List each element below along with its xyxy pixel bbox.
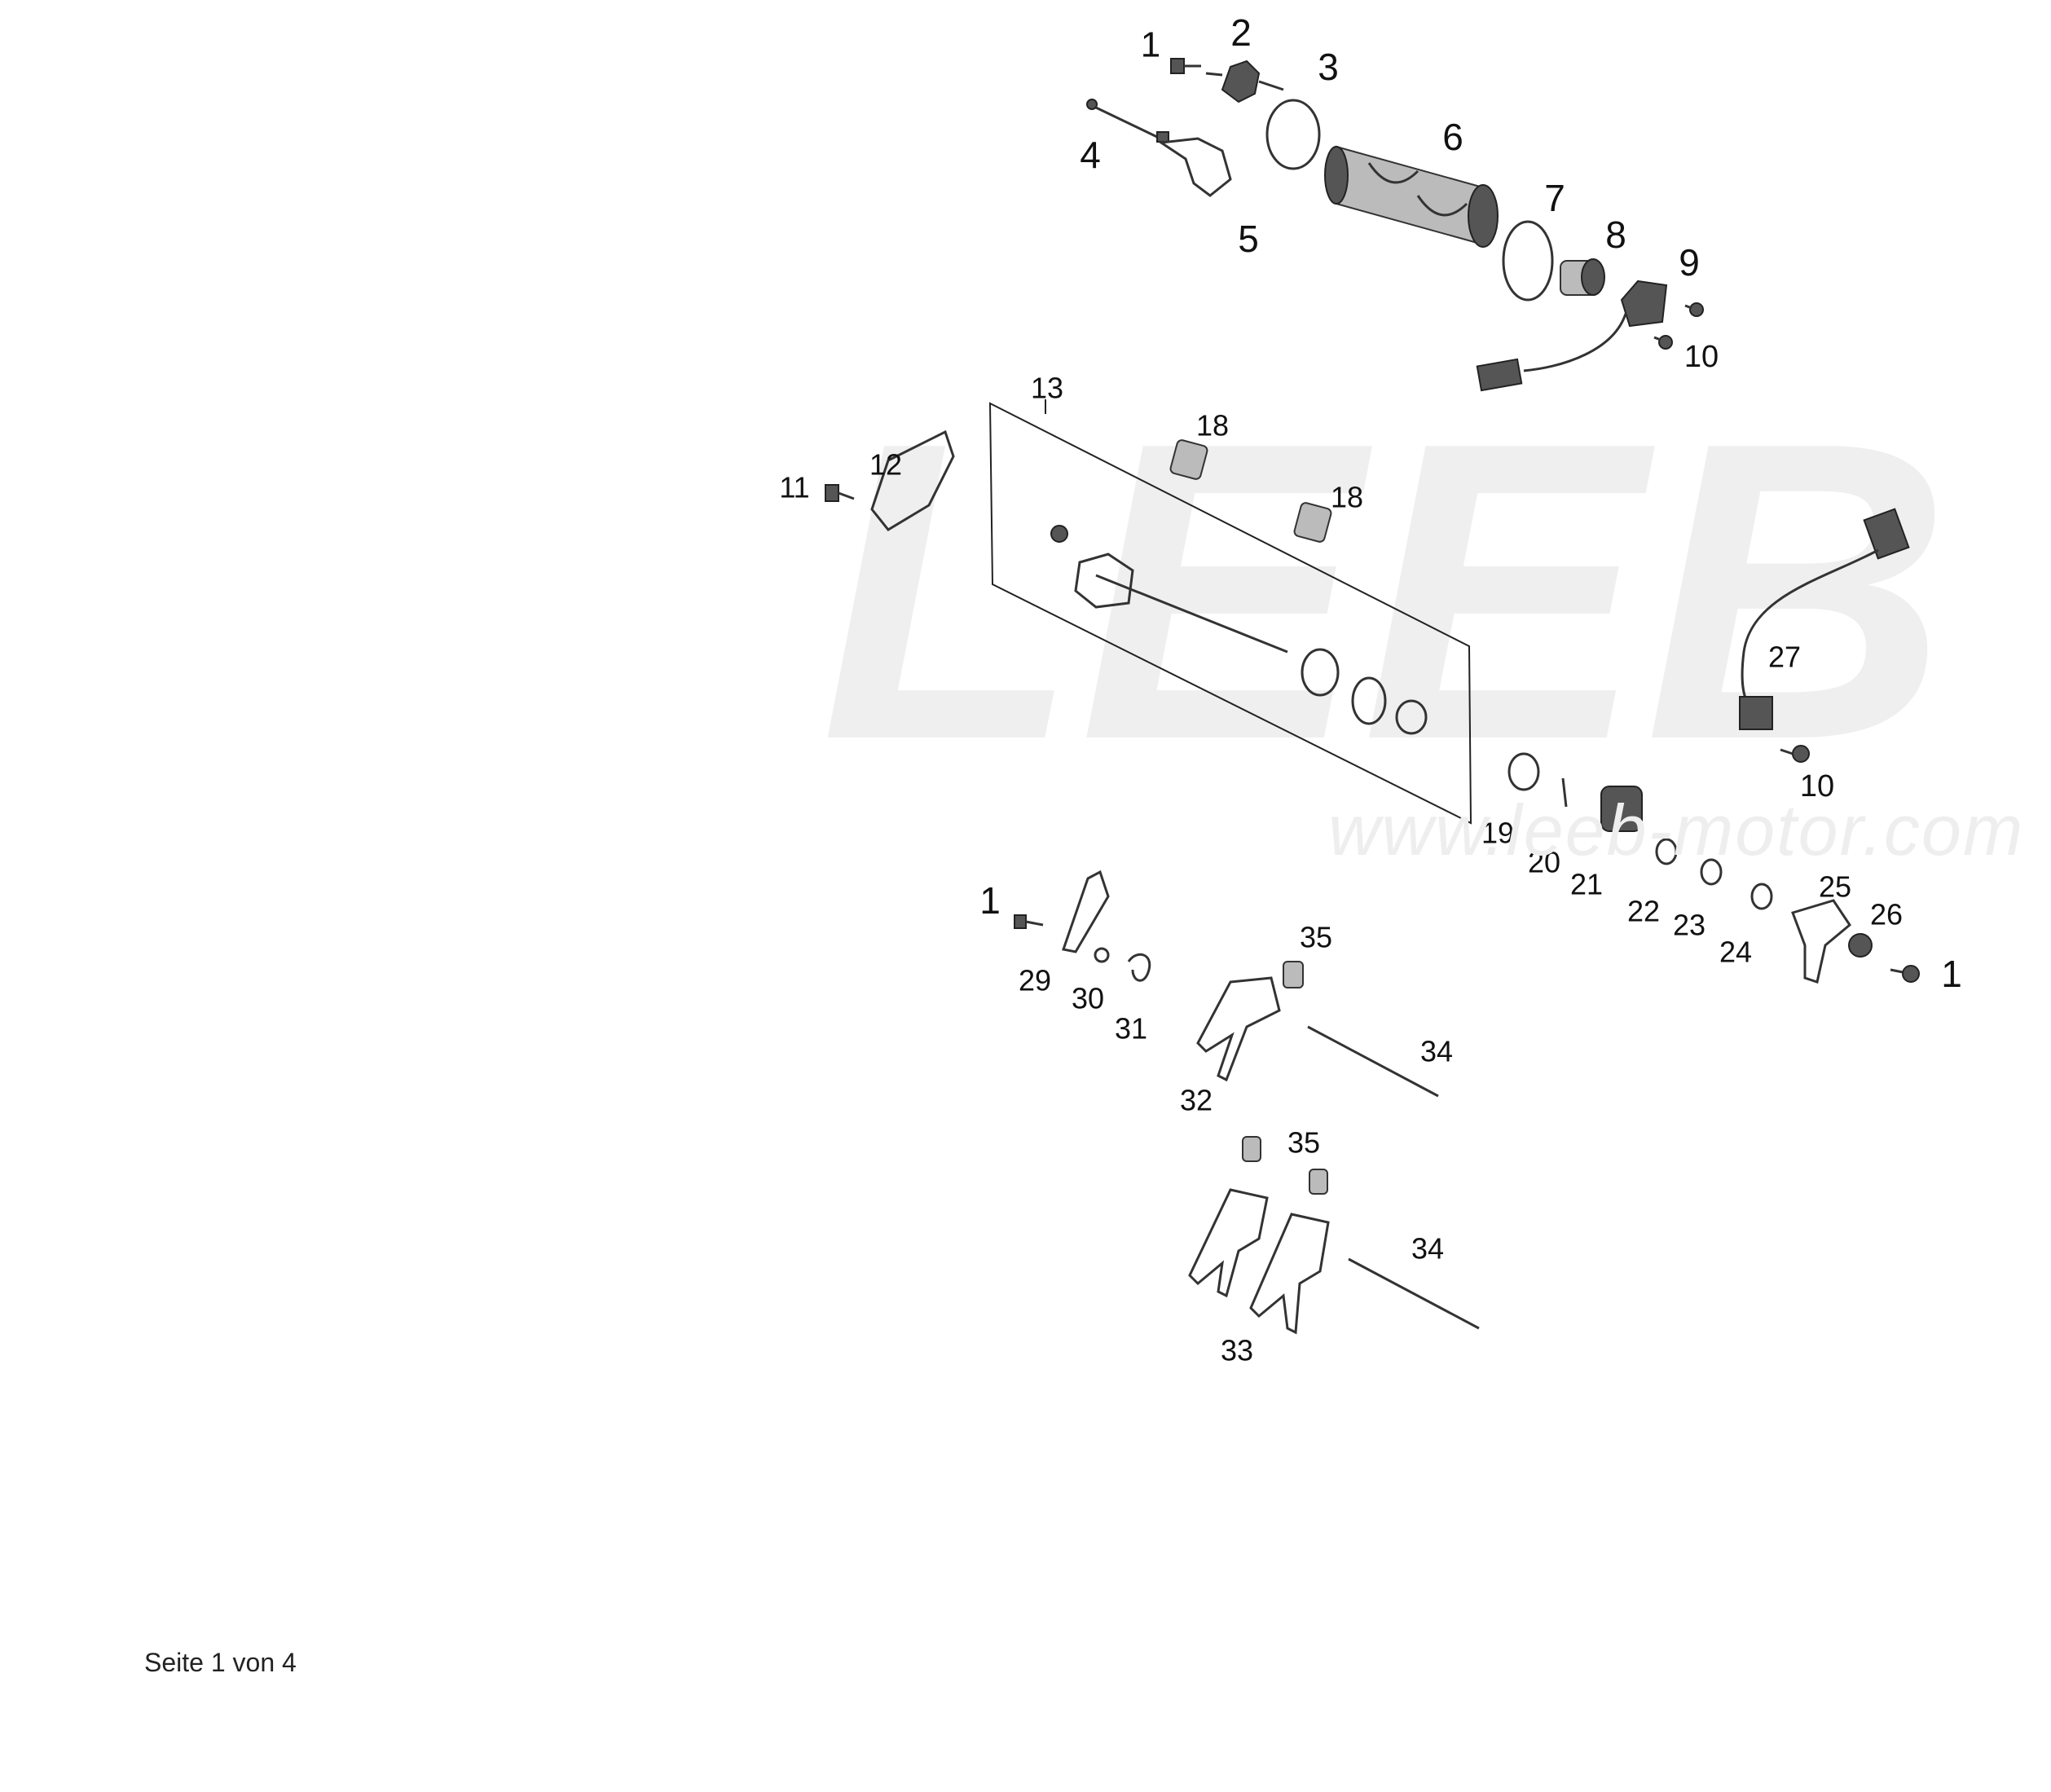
part-pin-35c: [1309, 1169, 1328, 1195]
callout-31: 31: [1115, 1012, 1147, 1046]
callout-10-top: 10: [1684, 340, 1719, 374]
callout-34a: 34: [1420, 1035, 1453, 1068]
part-bushing-18a: [1169, 439, 1208, 480]
part-bracket-5: [1157, 137, 1232, 197]
part-pin-20: [1561, 777, 1568, 808]
part-pin-35b: [1242, 1136, 1261, 1162]
part-ring-3: [1265, 99, 1321, 170]
part-bolt-10b: [1780, 745, 1810, 763]
callout-5: 5: [1238, 218, 1259, 260]
part-lever-25: [1791, 899, 1851, 984]
watermark-logo-text: LEEB: [821, 354, 1951, 828]
part-fork-33b: [1249, 1213, 1330, 1335]
part-circlip-24: [1750, 883, 1773, 910]
part-cap-8: [1560, 258, 1605, 296]
callout-1-right: 1: [1941, 953, 1962, 995]
part-sensor-27: [1739, 508, 1910, 730]
callout-13: 13: [1031, 372, 1063, 405]
part-shift-star: [1205, 59, 1284, 103]
callout-21: 21: [1570, 868, 1603, 901]
part-bracket-12: [870, 429, 955, 531]
part-washer-23: [1700, 858, 1723, 886]
callout-35b: 35: [1287, 1126, 1320, 1160]
callout-3: 3: [1318, 46, 1339, 88]
callouts: 1 2 3 4 5 6 7 8 9 10 11 12 13 18 18 27 1…: [779, 11, 1961, 1367]
callout-27: 27: [1768, 641, 1801, 674]
callout-6: 6: [1442, 116, 1463, 158]
callout-33: 33: [1221, 1334, 1253, 1367]
part-bolt-1c: [1890, 965, 1920, 983]
part-roller-26: [1848, 933, 1873, 958]
part-bolts-10a: [1653, 302, 1704, 350]
part-rod-34b: [1348, 1257, 1480, 1330]
callout-26: 26: [1870, 898, 1903, 931]
part-rod-34a: [1307, 1025, 1439, 1098]
leeb-watermark-logo: LEEB: [821, 354, 1951, 828]
part-spring-31: [1127, 953, 1151, 982]
callout-24: 24: [1719, 936, 1752, 969]
part-shift-shaft-assembly-13: [988, 399, 1472, 825]
part-bushing-18b: [1293, 502, 1332, 543]
part-washer-30: [1094, 947, 1110, 963]
part-seal-19: [1507, 752, 1540, 791]
part-shift-drum: [1324, 145, 1499, 248]
callout-11: 11: [779, 471, 809, 504]
part-pin-35a: [1283, 961, 1304, 988]
part-pin-4: [1086, 99, 1169, 143]
part-guide-21: [1600, 786, 1643, 832]
callout-9: 9: [1679, 241, 1700, 284]
callout-34b: 34: [1411, 1232, 1444, 1266]
part-washer-22: [1655, 838, 1678, 865]
part-gear-sensor-9: [1476, 280, 1668, 392]
part-bolt-11: [825, 484, 855, 502]
callout-1-left: 1: [979, 879, 1001, 922]
part-lever-29: [1062, 870, 1110, 953]
callout-19: 19: [1481, 817, 1514, 850]
callout-7: 7: [1544, 177, 1565, 219]
callout-18a: 18: [1196, 409, 1229, 442]
callout-1-top: 1: [1141, 25, 1160, 65]
callout-20: 20: [1528, 846, 1560, 879]
part-fork-33a: [1188, 1188, 1269, 1298]
callout-8: 8: [1605, 214, 1626, 256]
callout-35a: 35: [1300, 921, 1332, 954]
part-bearing-7: [1502, 220, 1554, 302]
part-fork-32: [1196, 976, 1281, 1082]
callout-18b: 18: [1331, 481, 1363, 514]
callout-12: 12: [869, 448, 902, 482]
callout-29: 29: [1019, 964, 1051, 997]
callout-22: 22: [1627, 895, 1660, 928]
callout-2: 2: [1230, 11, 1252, 54]
callout-32: 32: [1180, 1084, 1213, 1117]
page-footer: Seite 1 von 4: [144, 1648, 297, 1677]
watermark-url: www.leeb-motor.com: [1328, 790, 2025, 870]
callout-30: 30: [1072, 982, 1104, 1015]
callout-23: 23: [1673, 909, 1705, 942]
part-bolt-top: [1170, 58, 1201, 74]
part-bolt-1b: [1014, 914, 1044, 929]
callout-25: 25: [1819, 870, 1851, 904]
callout-4: 4: [1080, 134, 1101, 176]
callout-10-lower: 10: [1800, 769, 1834, 804]
